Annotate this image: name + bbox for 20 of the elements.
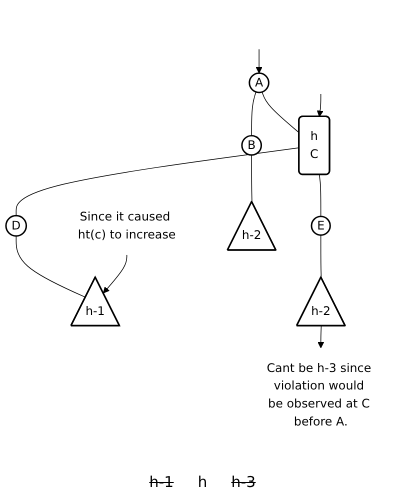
connector [251,154,252,202]
connector [16,236,86,298]
connector [16,148,300,216]
node-circle: B [241,135,262,156]
node-text: Since it caused ht(c) to increase [78,210,176,242]
node-circle: A [248,72,270,94]
arrow [316,94,324,118]
connector [262,92,300,134]
arrow [256,49,262,74]
node-circle: D [5,214,28,237]
node-text: Cant be h-3 since violation would be observed at C before A. [266,360,372,429]
height-label: h-3 [231,473,256,491]
connector [251,92,256,136]
arrow [318,326,324,348]
height-label: h-1 [149,473,174,491]
height-label: h [198,473,208,491]
arrow [103,254,128,294]
node-circle: E [310,216,331,236]
connector [320,234,322,278]
connector [319,174,322,217]
